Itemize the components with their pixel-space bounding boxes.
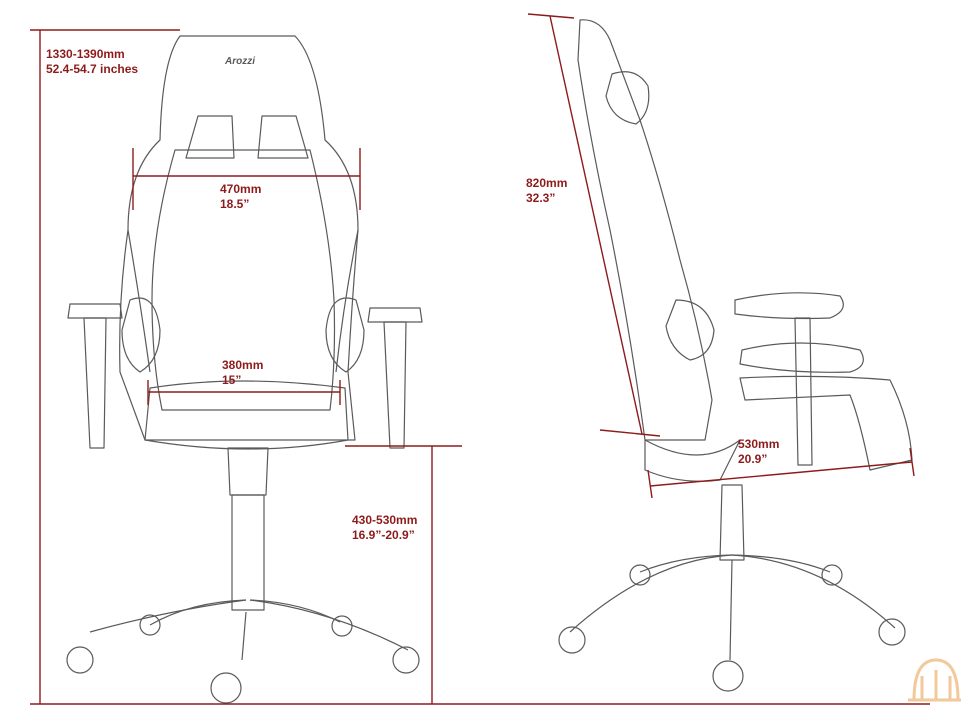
overall-height-inch: 52.4-54.7 inches bbox=[46, 62, 139, 76]
backrest-width-inch: 18.5” bbox=[220, 197, 250, 211]
brand-logo: Arozzi bbox=[224, 56, 255, 67]
backrest-height-label: 820mm 32.3” bbox=[526, 176, 567, 206]
overall-height-label: 1330-1390mm 52.4-54.7 inches bbox=[46, 47, 138, 77]
backrest-height-inch: 32.3” bbox=[526, 191, 556, 205]
side-view-chair bbox=[558, 19, 913, 692]
seat-width-inch: 15” bbox=[222, 373, 242, 387]
backrest-width-mm: 470mm bbox=[220, 182, 262, 196]
seat-depth-inch: 20.9” bbox=[738, 452, 768, 466]
backrest-width-label: 470mm 18.5” bbox=[220, 182, 261, 212]
chair-logo-icon bbox=[908, 658, 961, 702]
seat-depth-line bbox=[649, 461, 913, 487]
seat-depth-label: 530mm 20.9” bbox=[738, 437, 779, 467]
front-view-chair bbox=[66, 35, 423, 704]
backrest-height-line bbox=[549, 15, 643, 435]
backrest-height-mm: 820mm bbox=[526, 176, 568, 190]
overall-height-mm: 1330-1390mm bbox=[46, 47, 125, 61]
dimension-lines bbox=[30, 13, 930, 705]
seat-width-label: 380mm 15” bbox=[222, 358, 263, 388]
seat-depth-mm: 530mm bbox=[738, 437, 780, 451]
seat-height-mm: 430-530mm bbox=[352, 513, 418, 527]
seat-width-mm: 380mm bbox=[222, 358, 264, 372]
seat-height-inch: 16.9”-20.9” bbox=[352, 528, 415, 542]
seat-height-label: 430-530mm 16.9”-20.9” bbox=[352, 513, 417, 543]
